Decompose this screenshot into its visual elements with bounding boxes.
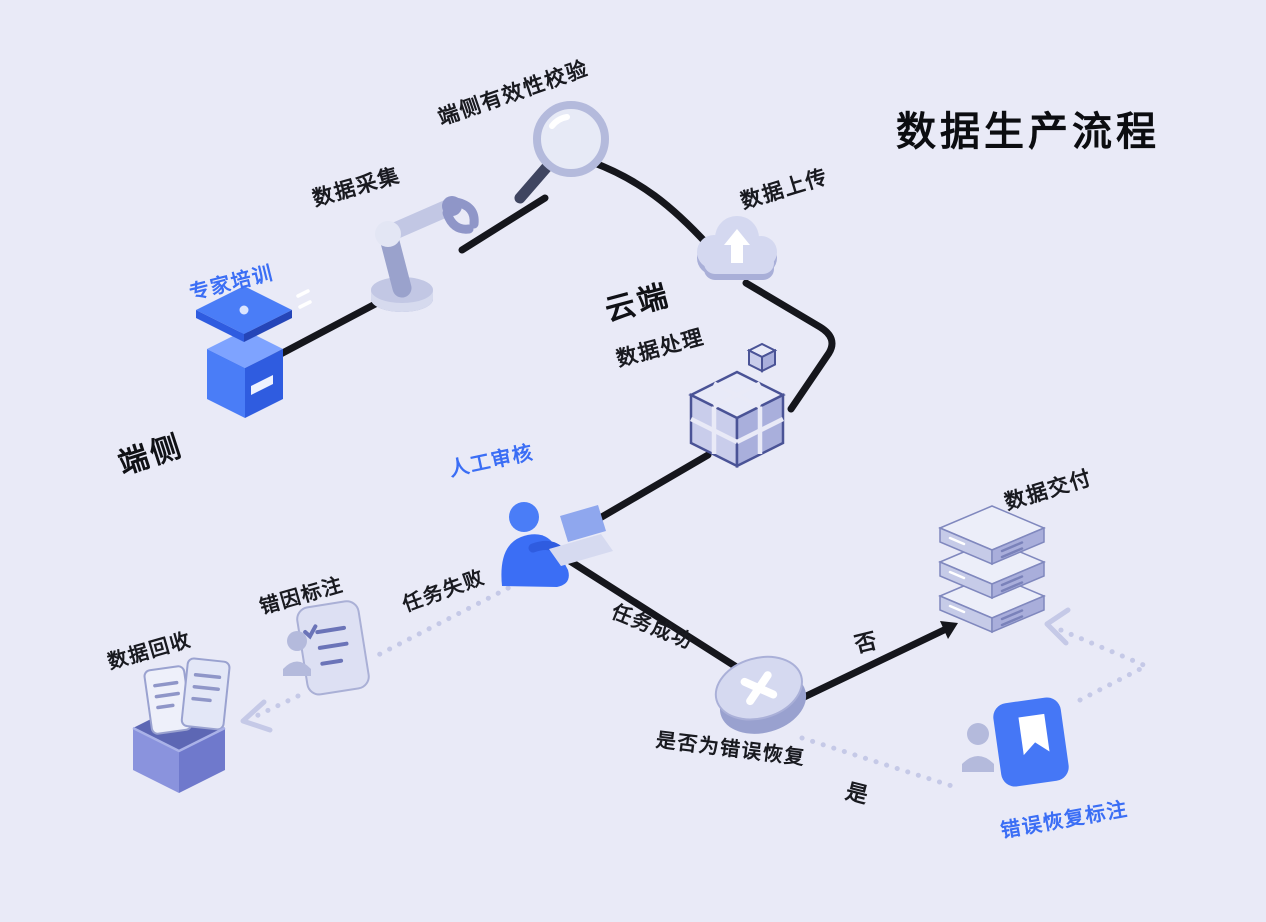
expert-training-icon xyxy=(196,286,312,418)
data-upload-icon xyxy=(697,216,777,280)
edge-recovery-to-delivery-dotted xyxy=(1053,625,1152,703)
floating-cube-icon xyxy=(746,342,778,373)
arrow-no-branch-icon xyxy=(940,621,958,639)
error-recovery-annotation-icon xyxy=(962,697,1069,787)
error-cause-annotation-icon xyxy=(283,600,370,696)
edge-doc-to-recycle-dotted xyxy=(249,693,301,721)
data-recycle-icon xyxy=(132,657,231,793)
validation-magnifier-icon xyxy=(514,101,609,204)
edge-yes-dotted xyxy=(799,735,955,789)
decision-icon xyxy=(714,655,807,734)
edge-task-failed-dotted xyxy=(375,580,521,658)
main-flow-line xyxy=(254,158,948,704)
arrow-to-delivery-icon xyxy=(1044,607,1071,646)
manual-review-icon xyxy=(501,502,613,587)
data-delivery-icon xyxy=(938,505,1046,634)
data-collection-icon xyxy=(371,196,479,312)
data-processing-icon xyxy=(688,342,786,469)
page-title: 数据生产流程 xyxy=(896,110,1160,154)
arrow-to-recycle-icon xyxy=(240,699,273,733)
